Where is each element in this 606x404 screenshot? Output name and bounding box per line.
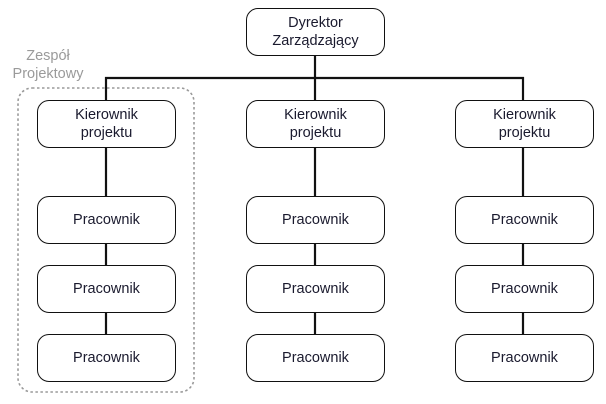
manager-line2: projektu: [80, 125, 133, 141]
director-line1: Dyrektor: [288, 15, 343, 31]
manager-line1: Kierownik: [75, 107, 138, 123]
team-label: Zespół Projektowy: [4, 47, 92, 83]
worker-box: Pracownik: [455, 265, 594, 313]
team-label-line1: Zespół: [26, 48, 70, 64]
manager-line1: Kierownik: [284, 107, 347, 123]
worker-box: Pracownik: [246, 196, 385, 244]
director-box: Dyrektor Zarządzający: [246, 8, 385, 56]
manager-box: Kierownik projektu: [37, 100, 176, 148]
director-line2: Zarządzający: [272, 33, 359, 49]
worker-box: Pracownik: [37, 334, 176, 382]
team-outline: [17, 87, 195, 393]
manager-line1: Kierownik: [493, 107, 556, 123]
manager-box: Kierownik projektu: [455, 100, 594, 148]
manager-box: Kierownik projektu: [246, 100, 385, 148]
worker-box: Pracownik: [455, 334, 594, 382]
worker-box: Pracownik: [455, 196, 594, 244]
worker-box: Pracownik: [246, 265, 385, 313]
team-label-line2: Projektowy: [12, 66, 84, 82]
worker-box: Pracownik: [37, 265, 176, 313]
worker-box: Pracownik: [37, 196, 176, 244]
manager-line2: projektu: [498, 125, 551, 141]
manager-line2: projektu: [289, 125, 342, 141]
worker-box: Pracownik: [246, 334, 385, 382]
